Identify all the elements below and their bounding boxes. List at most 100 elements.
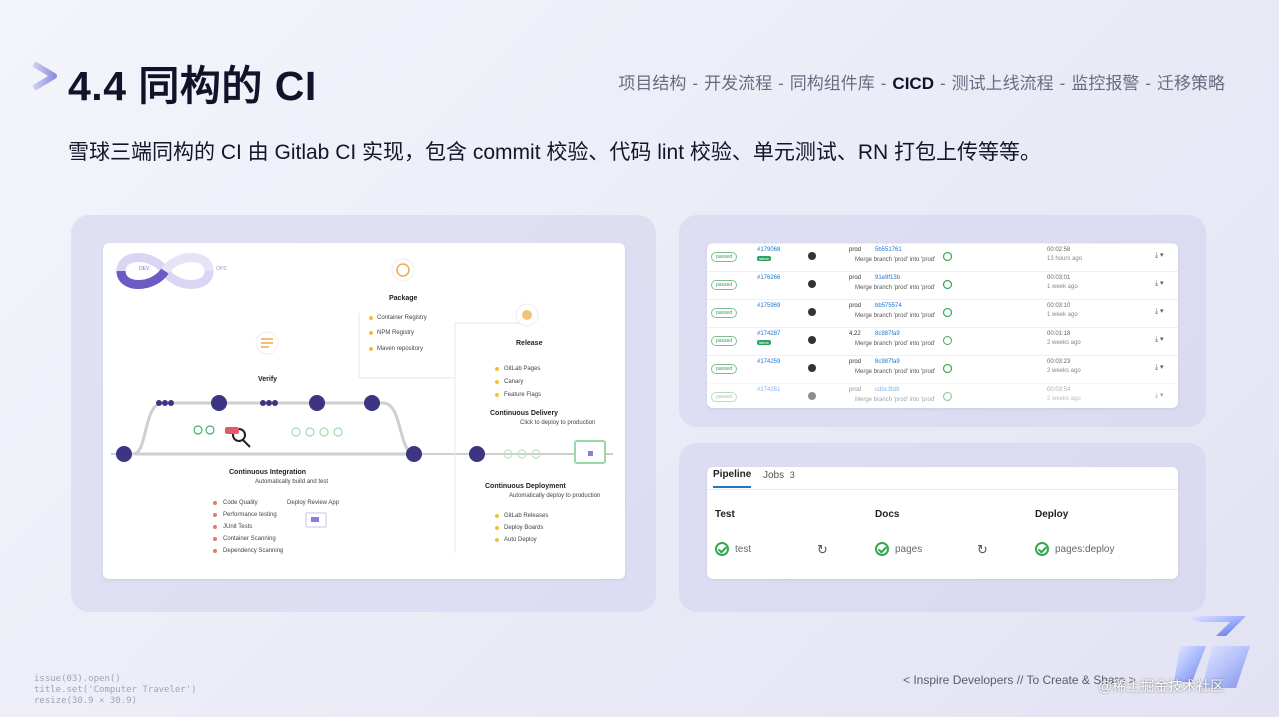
retry-icon[interactable]: ↻ bbox=[817, 542, 828, 557]
download-icon[interactable]: ⤓ ▾ bbox=[1155, 252, 1164, 259]
slide-title: 4.4 同构的 CI bbox=[68, 63, 317, 109]
job-name: pages bbox=[895, 543, 923, 555]
nav-item[interactable]: 监控报警 bbox=[1071, 74, 1140, 93]
code-snippet: issue(03).open()title.set('Computer Trav… bbox=[34, 674, 197, 707]
commit-sha: 91e9f13b bbox=[875, 275, 901, 281]
time-ago: 1 week ago bbox=[1047, 312, 1078, 318]
nav-item[interactable]: 同构组件库 bbox=[789, 74, 875, 93]
job-name: test bbox=[735, 543, 752, 555]
devops-diagram: DEV OPS Package Container Registry NPM R… bbox=[103, 243, 625, 579]
duration: 00:03:54 bbox=[1047, 387, 1071, 393]
download-icon[interactable]: ⤓ ▾ bbox=[1155, 336, 1164, 343]
ref-name: prod bbox=[849, 303, 862, 309]
success-icon bbox=[715, 542, 729, 556]
ref-name: prod bbox=[849, 359, 862, 365]
status-badge: passed bbox=[711, 252, 738, 262]
delivery-title: Continuous Delivery bbox=[490, 410, 559, 417]
commit-message: Merge branch 'prod' into 'prod' bbox=[855, 285, 936, 291]
release-item: Canary bbox=[504, 379, 524, 385]
latest-tag: latest bbox=[757, 340, 771, 345]
deployment-item: Deploy Boards bbox=[504, 525, 544, 531]
check-icon bbox=[943, 392, 952, 401]
slide-subtitle: 雪球三端同构的 CI 由 Gitlab CI 实现，包含 commit 校验、代… bbox=[68, 141, 1042, 164]
nav-separator: - bbox=[1145, 74, 1151, 93]
stage-deploy-title: Deploy bbox=[1035, 509, 1069, 520]
duration: 00:03:01 bbox=[1047, 275, 1071, 281]
tab-jobs[interactable]: Jobs 3 bbox=[763, 470, 795, 481]
commit-sha: cdbc3fd9 bbox=[875, 387, 900, 393]
job-test[interactable]: test bbox=[715, 542, 751, 556]
nav-separator: - bbox=[692, 74, 699, 93]
release-item: GitLab Pages bbox=[504, 366, 541, 372]
deployment-item: Auto Deploy bbox=[504, 537, 537, 543]
ci-subtitle: Automatically build and test bbox=[255, 479, 329, 485]
time-ago: 2 weeks ago bbox=[1047, 396, 1081, 402]
commit-message: Merge branch 'prod' into 'prod' bbox=[855, 313, 936, 319]
pipeline-id: #175969 bbox=[757, 303, 781, 309]
commit-message: Merge branch 'prod' into 'prod' bbox=[855, 397, 936, 403]
avatar bbox=[808, 336, 816, 344]
nav-separator: - bbox=[939, 74, 946, 93]
avatar bbox=[808, 252, 816, 260]
status-badge: passed bbox=[711, 280, 738, 290]
nav-item[interactable]: 迁移策略 bbox=[1157, 74, 1225, 93]
success-icon bbox=[875, 542, 889, 556]
commit-sha: 8c987fa9 bbox=[875, 359, 900, 365]
commit-message: Merge branch 'prod' into 'prod' bbox=[855, 369, 936, 375]
download-icon[interactable]: ⤓ ▾ bbox=[1155, 308, 1164, 315]
nav-item[interactable]: 项目结构 bbox=[618, 74, 687, 93]
download-icon[interactable]: ⤓ ▾ bbox=[1155, 364, 1164, 371]
commit-sha: 8c987fa9 bbox=[875, 331, 900, 337]
time-ago: 2 weeks ago bbox=[1047, 368, 1081, 374]
code-line: resize(30.9 × 30.9) bbox=[34, 696, 137, 706]
tab-pipeline[interactable]: Pipeline bbox=[713, 469, 752, 488]
pipeline-tabs: Pipeline Jobs 3 bbox=[707, 467, 1178, 490]
time-ago: 1 week ago bbox=[1047, 284, 1078, 290]
nav-item[interactable]: CICD bbox=[892, 74, 934, 93]
watermark: @稀土掘金技术社区 bbox=[1098, 678, 1225, 694]
nav-separator: - bbox=[1059, 74, 1066, 93]
duration: 00:03:10 bbox=[1047, 303, 1071, 309]
jobs-card: Pipeline Jobs 3 Test Docs Deploy test ↻ … bbox=[707, 467, 1178, 579]
status-badge: passed bbox=[711, 392, 738, 402]
avatar bbox=[808, 364, 816, 372]
retry-icon[interactable]: ↻ bbox=[977, 542, 988, 557]
nav-item[interactable]: 测试上线流程 bbox=[951, 74, 1054, 93]
success-icon bbox=[1035, 542, 1049, 556]
package-item: Container Registry bbox=[377, 315, 427, 321]
nav-separator: - bbox=[880, 74, 887, 93]
status-badge: passed bbox=[711, 364, 738, 374]
avatar bbox=[808, 280, 816, 288]
commit-sha: bb575574 bbox=[875, 303, 902, 309]
chevron-right-icon bbox=[32, 61, 57, 91]
ref-name: 4.22 bbox=[849, 331, 861, 337]
footer-tagline: < Inspire Developers // To Create & Shar… bbox=[903, 673, 1136, 687]
package-item: NPM Registry bbox=[377, 330, 415, 336]
package-title: Package bbox=[389, 295, 418, 302]
download-icon[interactable]: ⤓ ▾ bbox=[1155, 392, 1164, 399]
duration: 00:01:18 bbox=[1047, 331, 1071, 337]
nav-item[interactable]: 开发流程 bbox=[704, 74, 773, 93]
ci-item: Container Scanning bbox=[223, 536, 276, 542]
nav-separator: - bbox=[778, 74, 784, 93]
deployment-item: GitLab Releases bbox=[504, 513, 549, 519]
loop-label-dev: DEV bbox=[139, 266, 150, 272]
deployment-subtitle: Automatically deploy to production bbox=[509, 493, 601, 499]
ref-name: prod bbox=[849, 247, 862, 253]
ci-review-app: Deploy Review App bbox=[287, 500, 340, 506]
download-icon[interactable]: ⤓ ▾ bbox=[1155, 280, 1164, 287]
job-pages[interactable]: pages bbox=[875, 542, 922, 556]
pipeline-id: #179068 bbox=[757, 247, 781, 253]
check-icon bbox=[943, 280, 952, 289]
check-icon bbox=[943, 308, 952, 317]
job-pages-deploy[interactable]: pages:deploy bbox=[1035, 542, 1115, 556]
check-icon bbox=[943, 252, 952, 261]
commit-message: Merge branch 'prod' into 'prod' bbox=[855, 257, 936, 263]
